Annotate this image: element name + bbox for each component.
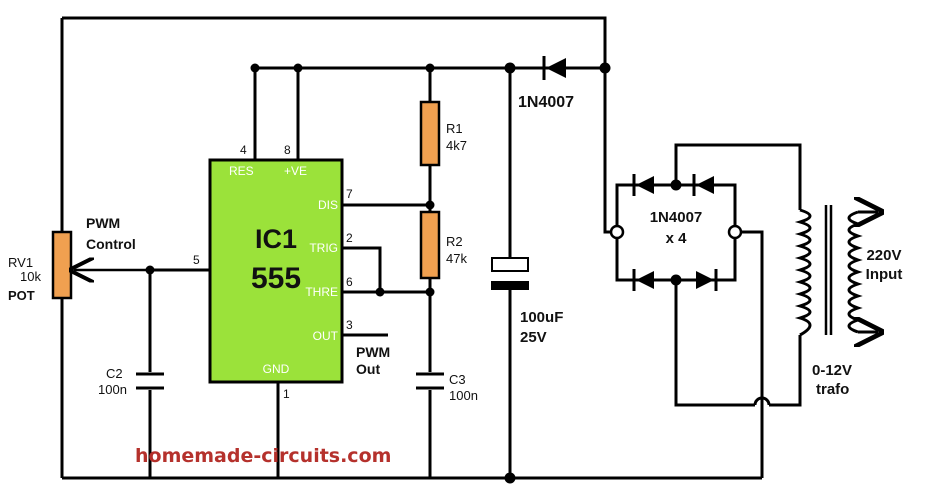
c2-ref: C2 [106,366,123,381]
pin-ve-label: +VE [284,164,307,178]
pin-gnd-label: GND [263,362,290,376]
pin-trig-label: TRIG [309,241,338,255]
pot-value: 10k [20,269,41,284]
c3-value: 100n [449,388,478,403]
pin-res-label: RES [229,164,254,178]
bridge-count: x 4 [666,230,688,247]
pwm-control-line1: PWM [86,215,120,231]
r1-value: 4k7 [446,138,467,153]
pot-ref: RV1 [8,255,33,270]
transformer [794,205,878,335]
big-cap-voltage: 25V [520,329,547,346]
wires [60,16,802,480]
pin-dis-label: DIS [318,198,338,212]
ic-part: 555 [251,262,301,295]
pin-number-6: 6 [346,275,353,289]
r2-ref: R2 [446,234,463,249]
r2-value: 47k [446,251,467,266]
pin-number-1: 1 [283,387,290,401]
transformer-input-label: Input [866,266,903,283]
ic-555-body [208,158,344,384]
bridge-node-right [727,224,743,240]
pwm-control-line2: Control [86,236,136,252]
bridge-part: 1N4007 [650,209,703,226]
wire-crossover [753,396,771,406]
pin-number-2: 2 [346,231,353,245]
pin-thre-label: THRE [305,285,338,299]
electrolytic-plate-positive [491,257,529,272]
transformer-input-voltage: 220V [866,247,901,264]
pin-number-8: 8 [284,143,291,157]
r2-body [419,210,441,280]
c2-value: 100n [98,382,127,397]
pin-out-label: OUT [313,329,339,343]
pin-cntrl-label: CNTRL [162,279,202,293]
transformer-secondary-label: trafo [816,381,849,398]
pin-number-5: 5 [193,253,200,267]
watermark: homemade-circuits.com [135,445,391,467]
bridge-diodes [632,174,718,291]
big-cap-value: 100uF [520,309,563,326]
pwm-out-line2: Out [356,361,380,377]
bridge-node-left [609,224,625,240]
pot-type: POT [8,288,35,303]
electrolytic-plate-negative [491,281,529,290]
r1-body [419,100,441,167]
potentiometer-body [51,230,73,300]
transformer-secondary-voltage: 0-12V [812,362,852,379]
pin-number-4: 4 [240,143,247,157]
c3-ref: C3 [449,372,466,387]
pin-number-7: 7 [346,187,353,201]
pin-number-3: 3 [346,318,353,332]
series-diode-part: 1N4007 [518,94,574,111]
series-diode-triangle [546,58,566,78]
pwm-out-line1: PWM [356,344,390,360]
r1-ref: R1 [446,121,463,136]
ic-name: IC1 [255,224,297,254]
